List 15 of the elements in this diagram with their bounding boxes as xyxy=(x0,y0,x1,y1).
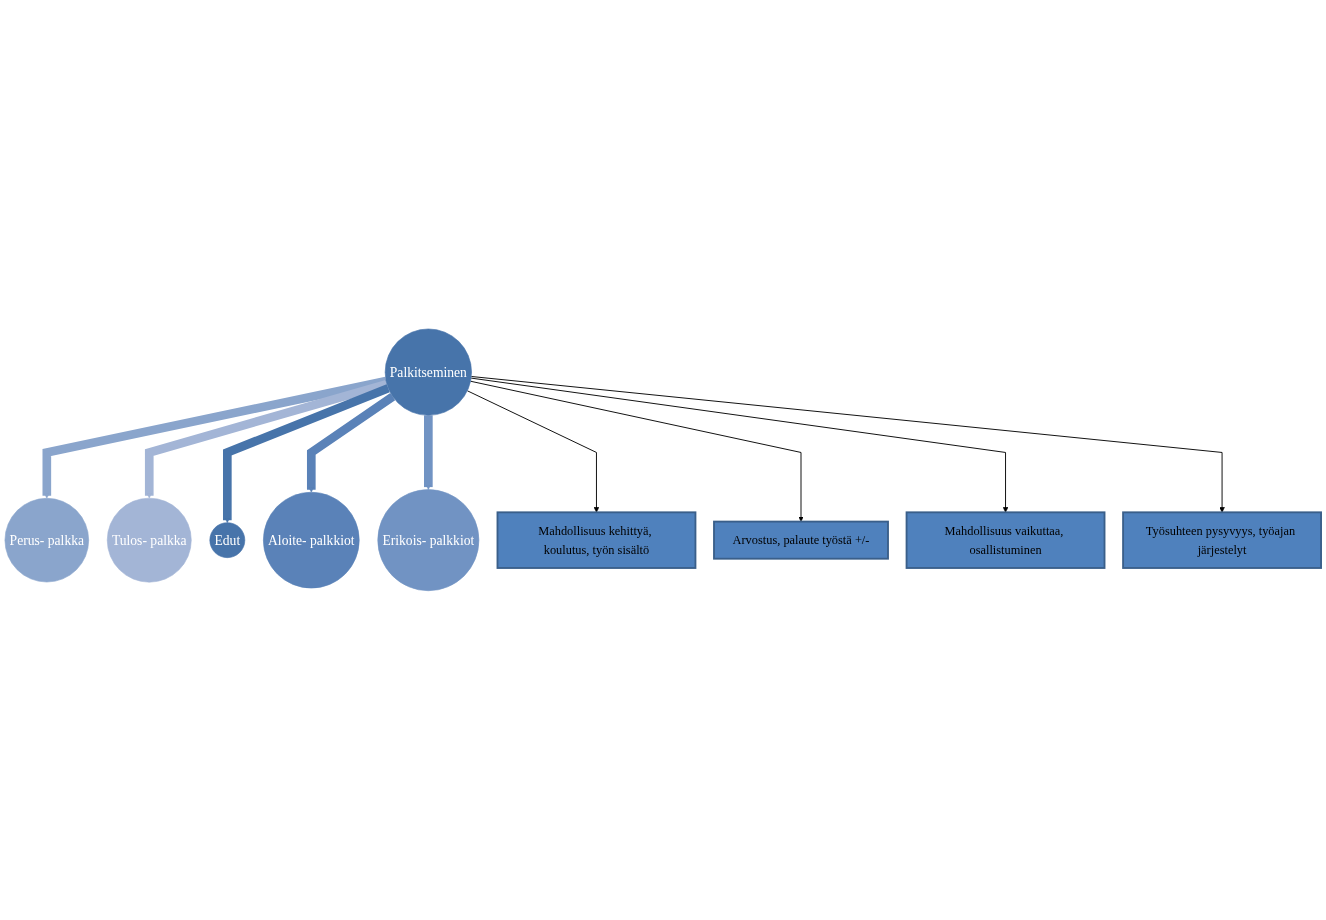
arrow xyxy=(306,393,396,493)
arrow xyxy=(424,415,433,490)
arrow xyxy=(42,376,387,499)
node-circle: Erikois- palkkiot xyxy=(377,489,480,592)
node-box: Arvostus, palaute työstä +/- xyxy=(713,520,889,560)
node-box: Työsuhteen pysyvyys, työajan järjestelyt xyxy=(1122,511,1322,570)
arrow xyxy=(223,384,390,524)
node-box: Mahdollisuus kehittyä, koulutus, työn sisältö xyxy=(496,511,697,570)
node-circle: Perus- palkka xyxy=(4,498,89,583)
node-circle: Aloite- palkkiot xyxy=(263,492,360,589)
node-circle: Tulos- palkka xyxy=(106,498,192,583)
node-box: Mahdollisuus vaikuttaa, osallistuminen xyxy=(905,511,1106,570)
node-circle: Edut xyxy=(209,522,246,559)
node-circle: Palkitseminen xyxy=(384,328,472,416)
arrow xyxy=(144,380,389,499)
